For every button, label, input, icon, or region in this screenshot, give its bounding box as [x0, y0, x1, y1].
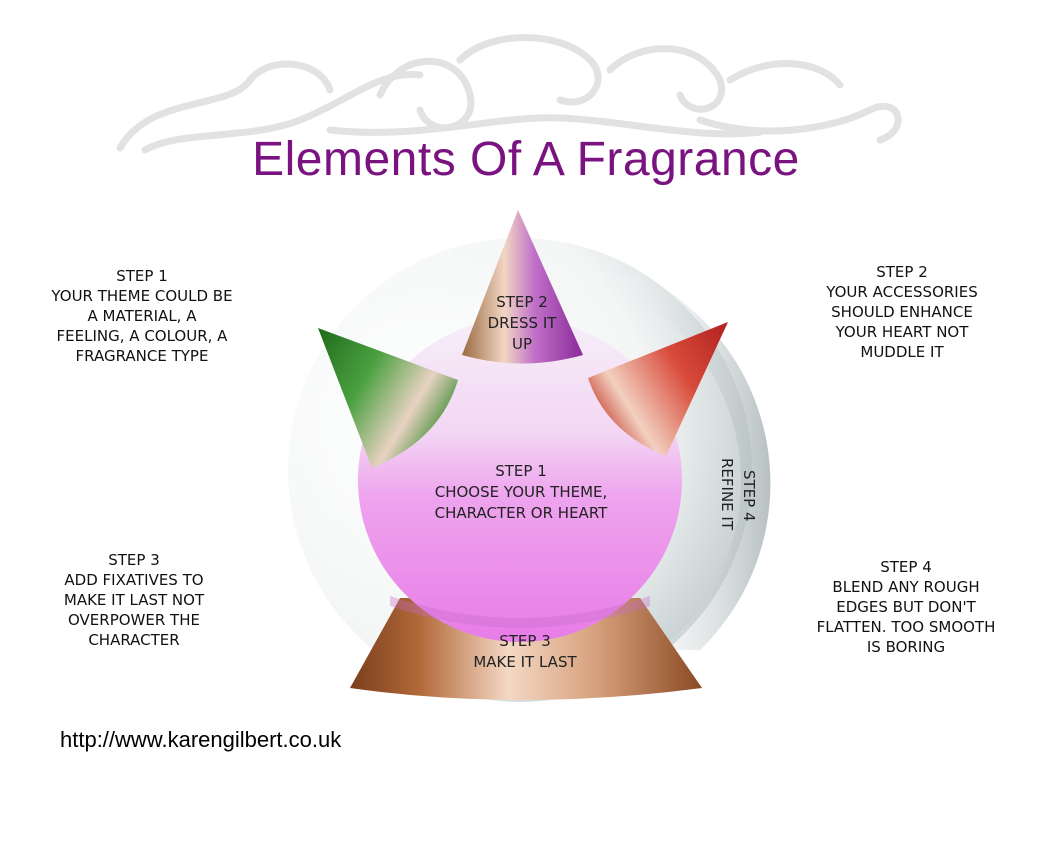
note-heading: STEP 4 — [880, 558, 932, 576]
note-step4: STEP 4 BLEND ANY ROUGH EDGES BUT DON'T F… — [786, 557, 1026, 657]
note-line: MUDDLE IT — [860, 343, 944, 361]
note-line: FLATTEN. TOO SMOOTH — [816, 618, 996, 636]
label-line: CHARACTER OR HEART — [434, 504, 608, 522]
note-line: YOUR ACCESSORIES — [826, 283, 978, 301]
cone-left-shape — [318, 328, 458, 468]
label-line: UP — [511, 335, 533, 353]
outer-ring-shade — [600, 275, 771, 650]
label-line: STEP 4 — [740, 470, 758, 522]
cone-top-label: STEP 2 DRESS IT UP — [452, 292, 592, 355]
ring-label: STEP 4 REFINE IT — [712, 458, 760, 548]
note-step3: STEP 3 ADD FIXATIVES TO MAKE IT LAST NOT… — [24, 550, 244, 650]
note-line: CHARACTER — [88, 631, 180, 649]
label-line: STEP 3 — [499, 632, 551, 650]
note-line: SHOULD ENHANCE — [831, 303, 973, 321]
note-heading: STEP 3 — [108, 551, 160, 569]
note-line: ADD FIXATIVES TO — [64, 571, 204, 589]
note-line: IS BORING — [866, 638, 946, 656]
label-line: STEP 1 — [495, 462, 547, 480]
note-line: OVERPOWER THE — [68, 611, 200, 629]
label-line: CHOOSE YOUR THEME, — [434, 483, 608, 501]
scroll-ornament — [116, 34, 902, 154]
note-line: FRAGRANCE TYPE — [75, 347, 209, 365]
note-line: YOUR THEME COULD BE — [51, 287, 233, 305]
note-line: A MATERIAL, A — [87, 307, 197, 325]
label-line: REFINE IT — [718, 458, 736, 531]
sphere-label: STEP 1 CHOOSE YOUR THEME, CHARACTER OR H… — [406, 461, 636, 524]
note-heading: STEP 1 — [116, 267, 168, 285]
sphere-base-shadow — [390, 596, 650, 628]
note-step1: STEP 1 YOUR THEME COULD BE A MATERIAL, A… — [22, 266, 262, 366]
base-shape — [350, 598, 702, 700]
note-heading: STEP 2 — [876, 263, 928, 281]
note-line: MAKE IT LAST NOT — [63, 591, 205, 609]
label-line: DRESS IT — [487, 314, 557, 332]
note-line: YOUR HEART NOT — [835, 323, 969, 341]
base-label: STEP 3 MAKE IT LAST — [440, 631, 610, 673]
cone-right-shape — [588, 322, 728, 456]
cone-top-shape — [462, 210, 583, 364]
note-line: BLEND ANY ROUGH — [832, 578, 980, 596]
note-line: FEELING, A COLOUR, A — [56, 327, 228, 345]
label-line: MAKE IT LAST — [473, 653, 577, 671]
page-title: Elements Of A Fragrance — [252, 133, 800, 186]
note-step2: STEP 2 YOUR ACCESSORIES SHOULD ENHANCE Y… — [792, 262, 1012, 362]
source-url: http://www.karengilbert.co.uk — [60, 727, 342, 752]
note-line: EDGES BUT DON'T — [836, 598, 976, 616]
label-line: STEP 2 — [496, 293, 548, 311]
